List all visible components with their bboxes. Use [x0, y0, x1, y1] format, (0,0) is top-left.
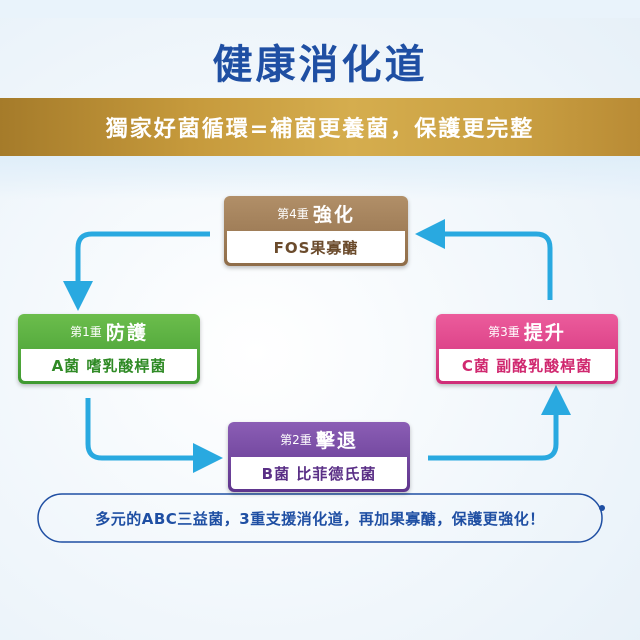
page-title: 健康消化道	[212, 42, 428, 88]
step-1-box: 第1重 防護 A菌 嗜乳酸桿菌	[18, 314, 200, 384]
step-3-header: 第3重 提升	[436, 314, 618, 349]
step-2-header: 第2重 擊退	[228, 422, 410, 457]
footer-caption: 多元的ABC三益菌，3重支援消化道，再加果寡醣，保護更強化！	[95, 509, 545, 528]
step-3-box: 第3重 提升 C菌 副酪乳酸桿菌	[436, 314, 618, 384]
step-4-header: 第4重 強化	[224, 196, 408, 231]
step-2-name: 擊退	[315, 430, 358, 452]
step-4-detail: FOS果寡醣	[227, 231, 405, 263]
step-4-name: 強化	[312, 204, 355, 226]
arrow-step3-to-step4	[415, 219, 553, 300]
step-1-name: 防護	[105, 322, 148, 344]
step-2-detail: B菌 比菲德氏菌	[231, 457, 407, 489]
step-2-prefix: 第2重	[280, 433, 312, 447]
top-strip	[0, 0, 640, 18]
step-4-prefix: 第4重	[277, 207, 309, 221]
cloud-background	[0, 156, 640, 200]
step-3-name: 提升	[523, 322, 566, 344]
step-4-box: 第4重 強化 FOS果寡醣	[224, 196, 408, 266]
step-3-prefix: 第3重	[488, 325, 520, 339]
banner: 獨家好菌循環=補菌更養菌，保護更完整	[0, 98, 640, 156]
step-2-box: 第2重 擊退 B菌 比菲德氏菌	[228, 422, 410, 492]
step-1-detail: A菌 嗜乳酸桿菌	[21, 349, 197, 381]
step-3-detail: C菌 副酪乳酸桿菌	[439, 349, 615, 381]
footer-outline-dot	[599, 505, 605, 511]
step-1-prefix: 第1重	[70, 325, 102, 339]
step-1-header: 第1重 防護	[18, 314, 200, 349]
arrow-step4-to-step1	[63, 231, 210, 311]
footer-outline	[37, 493, 603, 543]
arrow-step2-to-step3	[428, 385, 571, 461]
arrow-step1-to-step2	[85, 398, 223, 473]
